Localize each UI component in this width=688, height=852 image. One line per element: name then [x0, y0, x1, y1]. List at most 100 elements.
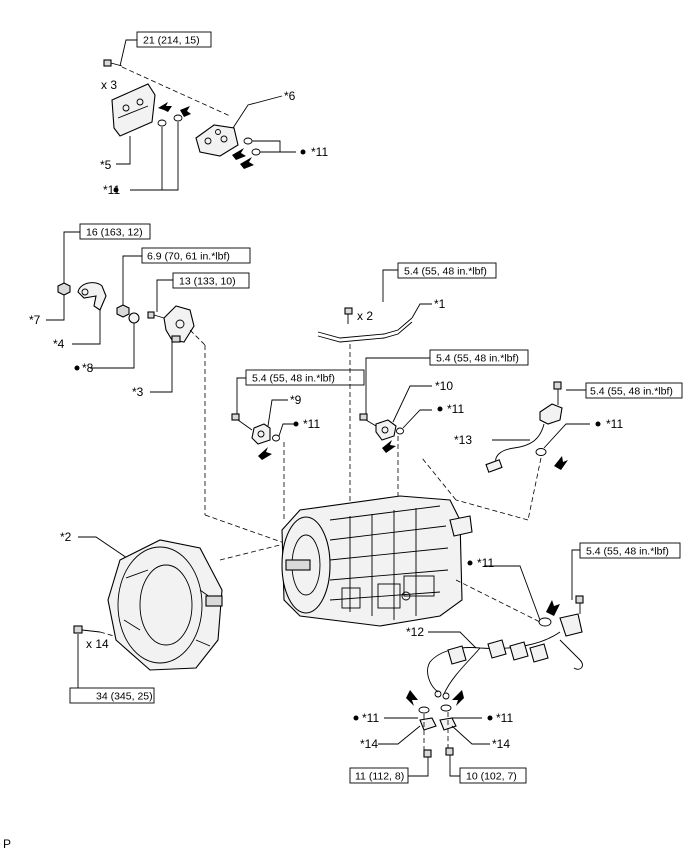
- callout-11h: *11: [496, 711, 513, 725]
- bullet-icon: [467, 560, 473, 566]
- arrow-icon: [240, 157, 254, 169]
- transmission-case-icon: [281, 495, 473, 627]
- torque-box-13: [172, 272, 250, 289]
- shift-lever-icon: [77, 282, 107, 311]
- callout-11g: *11: [362, 711, 379, 725]
- torque-label-13: 13 (133, 10): [179, 276, 236, 288]
- callout-9: *9: [290, 393, 302, 407]
- qty-x14: x 14: [86, 637, 109, 651]
- callout-3: *3: [132, 385, 144, 399]
- bracket-icon: [419, 717, 437, 731]
- callout-11c: *11: [303, 417, 320, 431]
- o-ring-icon: [538, 617, 552, 627]
- torque-box-5-4-e: [579, 542, 681, 559]
- callout-14b: *14: [492, 737, 510, 751]
- callout-14a: *14: [360, 737, 378, 751]
- torque-box-11: [349, 767, 409, 784]
- torque-label-34: 34 (345, 25): [96, 691, 153, 703]
- bolt-icon: [575, 595, 584, 614]
- torque-label-5-4-a: 5.4 (55, 48 in.*lbf): [252, 373, 335, 385]
- o-ring-icon: [396, 427, 404, 435]
- torque-box-34: [69, 687, 155, 704]
- torque-box-21: [136, 31, 212, 48]
- figure-code: P: [3, 837, 11, 851]
- arrow-icon: [452, 690, 464, 706]
- callout-1: *1: [434, 297, 446, 311]
- bullet-icon: [293, 421, 299, 427]
- o-ring-icon: [251, 148, 261, 156]
- bullet-icon: [487, 715, 493, 721]
- nut-icon: [116, 304, 130, 318]
- torque-label-6-9: 6.9 (70, 61 in.*lbf): [147, 251, 230, 263]
- oil-cooler-bracket-icon: [111, 83, 156, 137]
- arrow-icon: [158, 102, 172, 112]
- callout-11a: *11: [103, 183, 120, 197]
- callout-10: *10: [435, 379, 453, 393]
- callout-5: *5: [100, 158, 112, 172]
- arrow-icon: [180, 106, 191, 117]
- callout-6: *6: [284, 89, 296, 103]
- washer-icon: [128, 312, 140, 324]
- torque-label-10: 10 (102, 7): [466, 771, 517, 783]
- bullet-icon: [353, 715, 359, 721]
- torque-label-11: 11 (112, 8): [355, 771, 404, 783]
- cooler-tube-icon: [195, 124, 239, 157]
- arrow-icon: [546, 600, 560, 616]
- callout-8: *8: [82, 361, 94, 375]
- gasket-icon: [157, 119, 167, 127]
- qty-x2: x 2: [357, 309, 373, 323]
- o-ring-icon: [535, 448, 547, 456]
- bullet-icon: [595, 421, 601, 427]
- o-ring-icon: [243, 137, 253, 145]
- shift-sensor-group: 16 (163, 12) *7 *4 6.9 (70, 61 in.*lbf) …: [29, 223, 291, 546]
- torque-box-6-9: [141, 247, 251, 264]
- solenoid-valve-icon: [251, 423, 271, 445]
- torque-label-5-4-d: 5.4 (55, 48 in.*lbf): [590, 386, 673, 398]
- callout-12: *12: [406, 625, 424, 639]
- bolt-icon: [344, 307, 353, 324]
- torque-box-5-4-b: [397, 262, 497, 279]
- callout-11f: *11: [477, 556, 494, 570]
- o-ring-icon: [418, 706, 430, 714]
- callout-11b: *11: [311, 145, 328, 159]
- speed-sensor-icon: [485, 403, 563, 473]
- bolt-icon: [359, 413, 377, 427]
- torque-label-5-4-e: 5.4 (55, 48 in.*lbf): [586, 546, 669, 558]
- arrow-icon: [554, 456, 568, 470]
- torque-box-5-4-c: [429, 349, 529, 366]
- arrow-icon: [258, 447, 272, 460]
- callout-7: *7: [29, 313, 41, 327]
- bolt-icon: [147, 311, 165, 319]
- o-ring-icon: [440, 704, 452, 712]
- solenoid-valve-icon: [375, 419, 397, 441]
- torque-label-21: 21 (214, 15): [143, 35, 200, 47]
- torque-box-16: [79, 223, 151, 240]
- solenoid-9-group: 5.4 (55, 48 in.*lbf) *9 *11: [231, 369, 365, 520]
- qty-x3: x 3: [101, 78, 117, 92]
- speed-sensor-group: 5.4 (55, 48 in.*lbf) *13 *11: [421, 381, 683, 521]
- bullet-icon: [113, 187, 119, 193]
- torque-label-5-4-b: 5.4 (55, 48 in.*lbf): [404, 266, 487, 278]
- arrow-icon: [382, 440, 396, 453]
- torque-box-5-4-d: [585, 382, 683, 399]
- bullet-icon: [437, 406, 443, 412]
- oil-pipe-group: 5.4 (55, 48 in.*lbf) x 2 *1: [317, 262, 497, 510]
- torque-label-16: 16 (163, 12): [86, 227, 143, 239]
- arrow-icon: [232, 148, 246, 160]
- torque-label-5-4-c: 5.4 (55, 48 in.*lbf): [436, 353, 519, 365]
- gasket-icon: [173, 114, 183, 122]
- oil-cooler-group: 21 (214, 15) x 3 *5 *11: [100, 31, 328, 197]
- arrow-icon: [406, 690, 418, 706]
- park-neutral-switch-icon: [163, 305, 195, 343]
- wire-harness-group: 5.4 (55, 48 in.*lbf) *11 *12: [349, 542, 681, 784]
- o-ring-icon: [272, 434, 280, 442]
- bolt-icon: [423, 749, 432, 768]
- bell-housing-group: *2 x 14 34 (345, 25): [60, 530, 281, 704]
- torque-box-10: [459, 767, 527, 784]
- solenoid-10-group: 5.4 (55, 48 in.*lbf) *10 *11: [359, 349, 529, 520]
- transmission-housing-icon: [107, 539, 223, 671]
- bolt-icon: [231, 413, 253, 431]
- callout-2: *2: [60, 530, 72, 544]
- bolt-icon: [73, 625, 101, 634]
